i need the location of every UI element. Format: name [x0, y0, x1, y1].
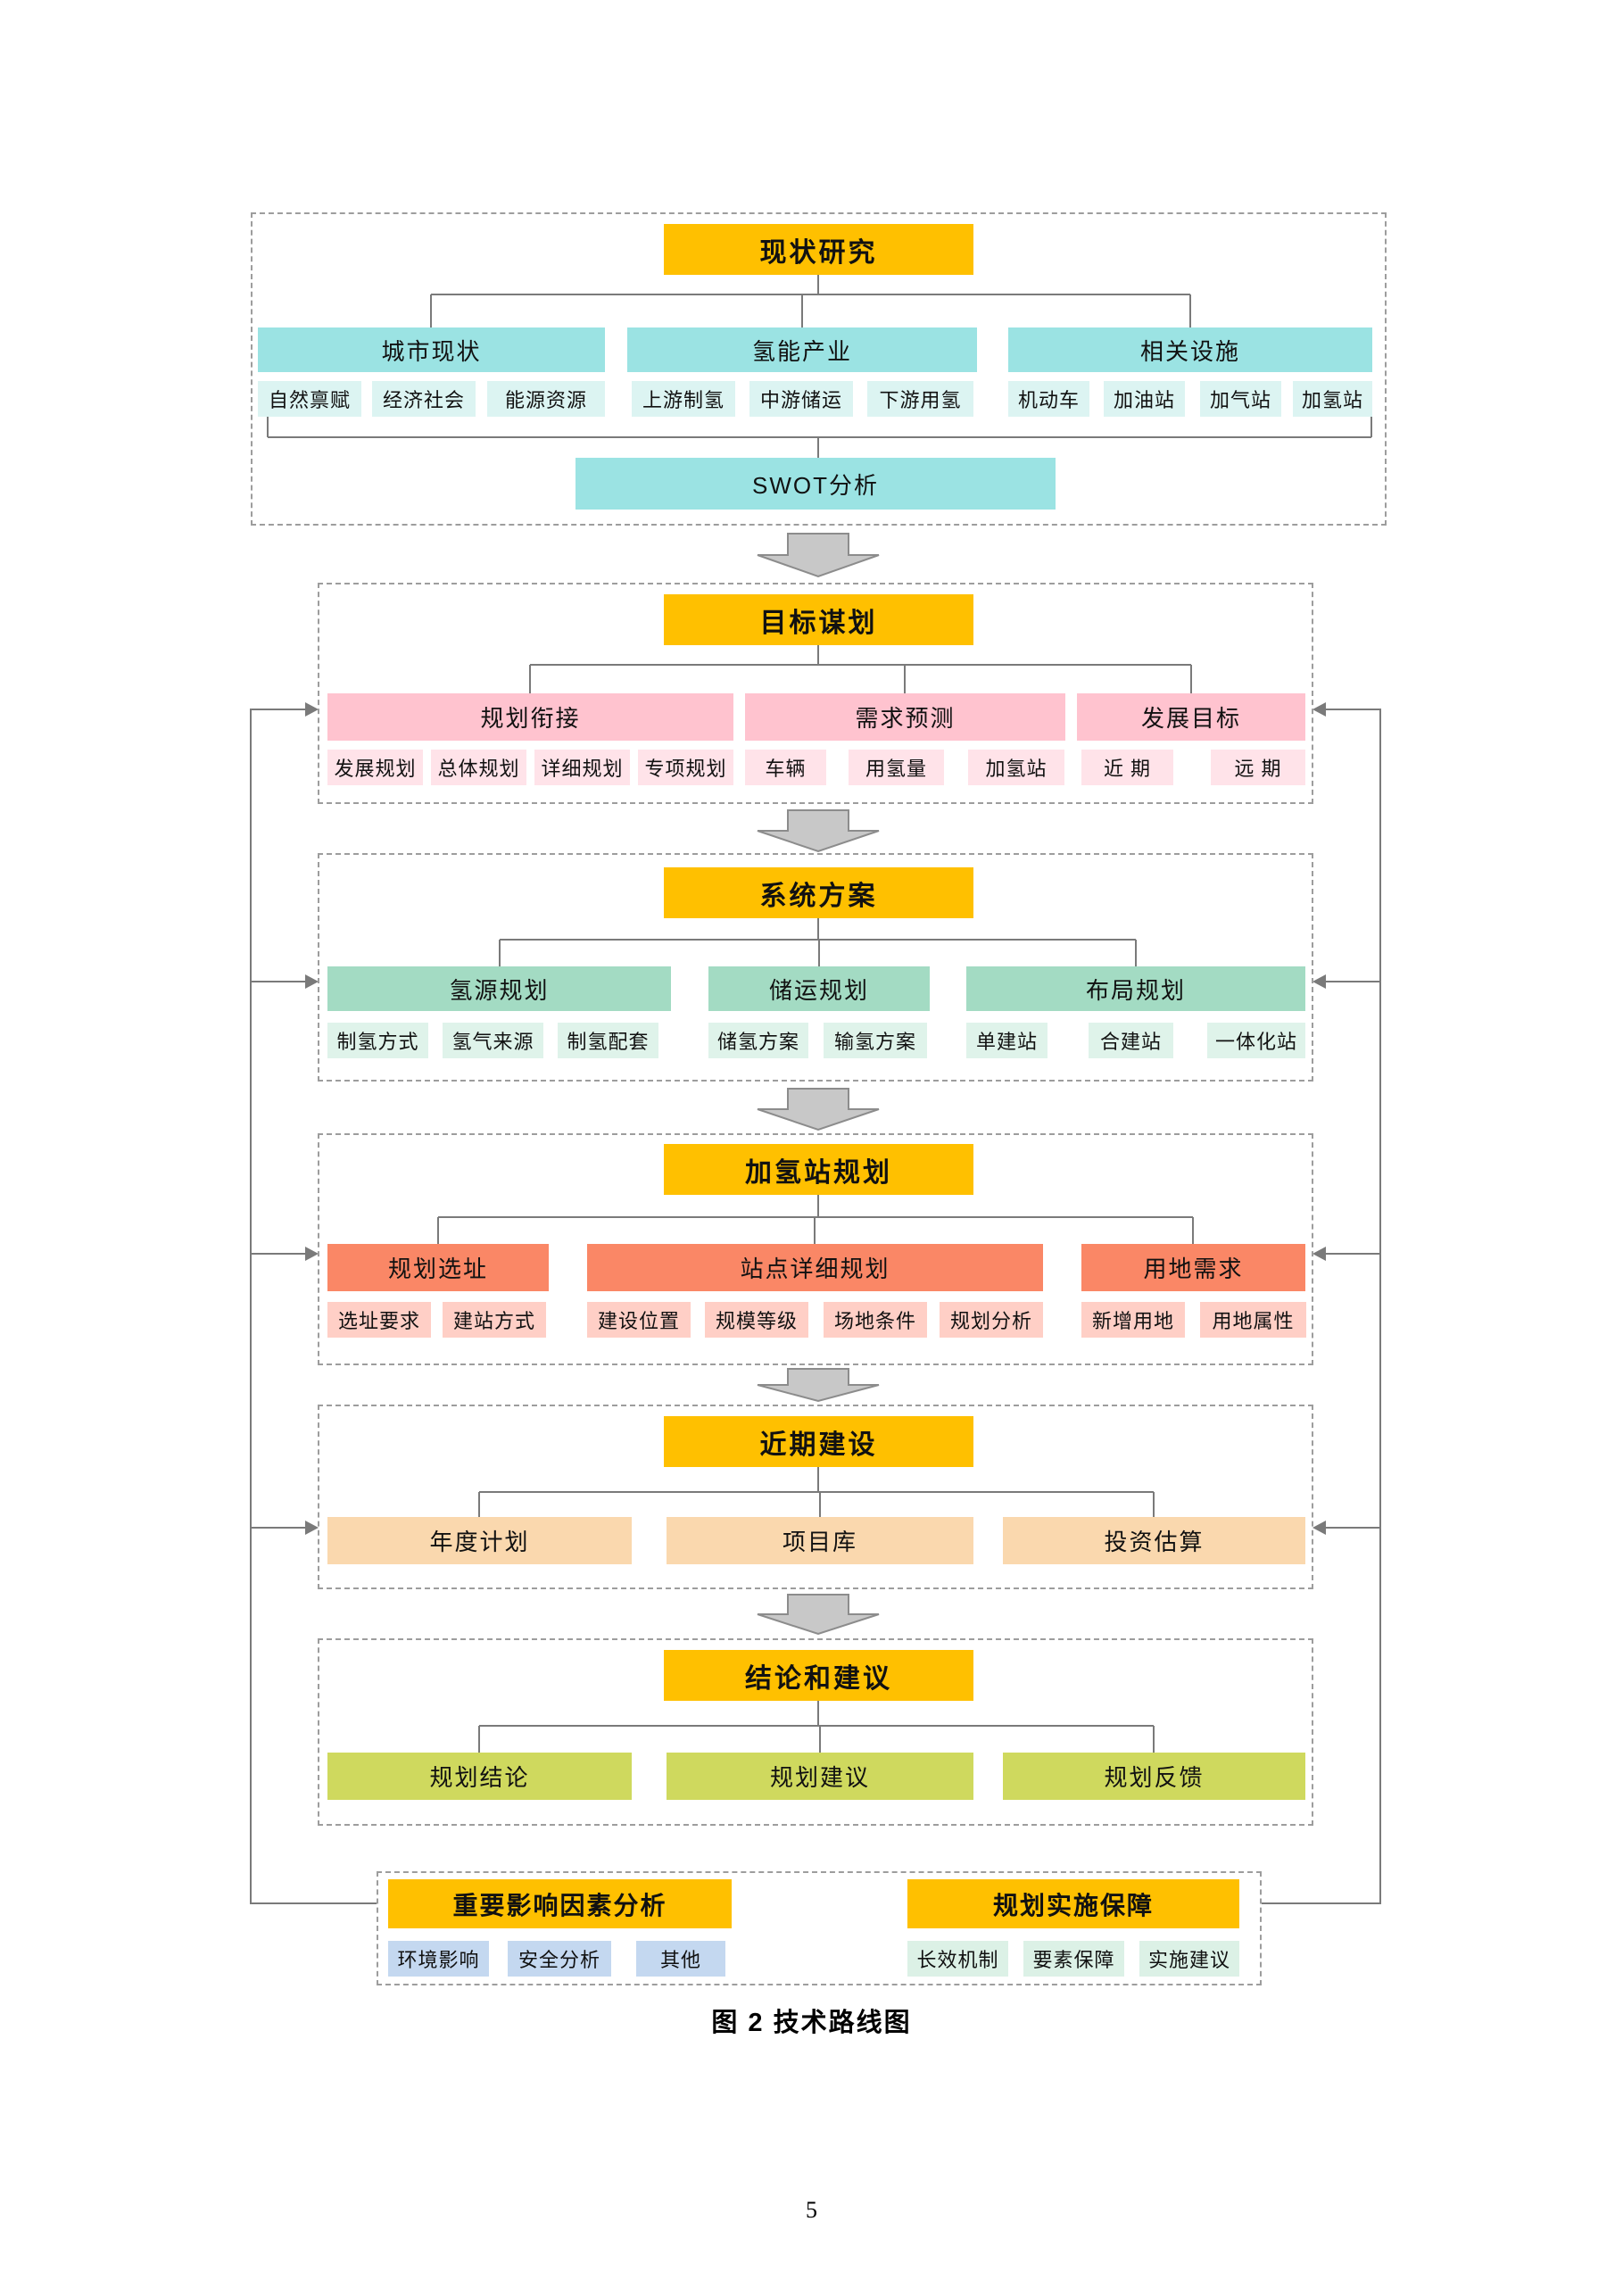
upstream-production-item: 上游制氢 — [632, 381, 735, 417]
s4-connectors — [437, 1195, 1194, 1244]
down-arrow-4 — [757, 1368, 880, 1403]
s3-connectors — [499, 918, 1137, 966]
land-attribute-item: 用地属性 — [1200, 1302, 1306, 1338]
section-goal-planning-panel — [318, 583, 1313, 804]
site-conditions-item: 场地条件 — [824, 1302, 927, 1338]
system-scheme-header: 系统方案 — [664, 867, 973, 918]
hydrogen-source-planning-box: 氢源规划 — [327, 966, 671, 1011]
land-demand-box: 用地需求 — [1081, 1244, 1305, 1291]
development-goals-box: 发展目标 — [1077, 693, 1305, 741]
figure-caption: 图 2 技术路线图 — [711, 2009, 912, 2037]
downstream-use-item: 下游用氢 — [867, 381, 973, 417]
planning-feedback-box: 规划反馈 — [1003, 1753, 1305, 1800]
motor-vehicle-item: 机动车 — [1008, 381, 1089, 417]
construction-mode-item: 建站方式 — [443, 1302, 546, 1338]
hydrogen-consumption-item: 用氢量 — [849, 750, 944, 785]
environmental-impact-item: 环境影响 — [388, 1941, 489, 1977]
near-term-construction-header: 近期建设 — [664, 1416, 973, 1467]
conclusions-suggestions-header: 结论和建议 — [664, 1650, 973, 1701]
planning-alignment-box: 规划衔接 — [327, 693, 733, 741]
long-term-mechanism-item: 长效机制 — [907, 1941, 1008, 1977]
planning-suggestions-box: 规划建议 — [667, 1753, 973, 1800]
storage-transport-planning-box: 储运规划 — [708, 966, 930, 1011]
s5-connectors — [478, 1467, 1155, 1517]
feedback-line-left — [250, 709, 377, 1904]
feedback-line-right — [1262, 709, 1381, 1904]
cng-station-item: 加气站 — [1200, 381, 1281, 417]
standalone-station-item: 单建站 — [966, 1023, 1047, 1058]
gas-station-item: 加油站 — [1104, 381, 1185, 417]
long-term-item: 远 期 — [1211, 750, 1305, 785]
s6-connectors — [478, 1701, 1155, 1753]
down-arrow-2 — [757, 809, 880, 853]
vehicles-item: 车辆 — [745, 750, 826, 785]
hydrogen-stations-item: 加氢站 — [968, 750, 1064, 785]
safety-analysis-item: 安全分析 — [508, 1941, 611, 1977]
siting-requirements-item: 选址要求 — [327, 1302, 431, 1338]
co-built-station-item: 合建站 — [1089, 1023, 1173, 1058]
energy-resources-item: 能源资源 — [487, 381, 605, 417]
annual-plan-box: 年度计划 — [327, 1517, 632, 1564]
flow-down-arrows — [757, 533, 880, 1636]
implementation-guarantee-header: 规划实施保障 — [907, 1879, 1239, 1928]
factor-guarantee-item: 要素保障 — [1023, 1941, 1124, 1977]
city-status-box: 城市现状 — [258, 327, 605, 372]
midstream-storage-item: 中游储运 — [749, 381, 853, 417]
master-plan-item: 总体规划 — [431, 750, 526, 785]
planning-conclusions-box: 规划结论 — [327, 1753, 632, 1800]
special-plan-item: 专项规划 — [638, 750, 733, 785]
investment-estimate-box: 投资估算 — [1003, 1517, 1305, 1564]
section-current-status-panel — [251, 212, 1387, 526]
layout-planning-box: 布局规划 — [966, 966, 1305, 1011]
new-land-item: 新增用地 — [1081, 1302, 1185, 1338]
natural-endowment-item: 自然禀赋 — [258, 381, 361, 417]
section-support-panel — [377, 1871, 1262, 1985]
section-station-planning-panel — [318, 1133, 1313, 1365]
feedback-arrowheads — [305, 702, 1326, 1535]
economy-society-item: 经济社会 — [372, 381, 476, 417]
integrated-station-item: 一体化站 — [1207, 1023, 1305, 1058]
s1-connectors — [267, 275, 1372, 458]
down-arrow-5 — [757, 1594, 880, 1636]
storage-scheme-item: 储氢方案 — [708, 1023, 808, 1058]
current-status-research-header: 现状研究 — [664, 224, 973, 275]
detailed-site-planning-box: 站点详细规划 — [587, 1244, 1043, 1291]
hydrogen-station-item: 加氢站 — [1293, 381, 1372, 417]
production-method-item: 制氢方式 — [327, 1023, 428, 1058]
goal-planning-header: 目标谋划 — [664, 594, 973, 645]
production-support-item: 制氢配套 — [558, 1023, 658, 1058]
construction-location-item: 建设位置 — [587, 1302, 691, 1338]
key-factors-header: 重要影响因素分析 — [388, 1879, 732, 1928]
site-selection-box: 规划选址 — [327, 1244, 549, 1291]
project-library-box: 项目库 — [667, 1517, 973, 1564]
planning-analysis-item: 规划分析 — [940, 1302, 1043, 1338]
near-term-item: 近 期 — [1081, 750, 1173, 785]
hydrogen-industry-box: 氢能产业 — [627, 327, 977, 372]
page-number: 5 — [806, 2197, 817, 2223]
hydrogen-source-item: 氢气来源 — [443, 1023, 543, 1058]
s2-connectors — [529, 645, 1192, 693]
section-system-scheme-panel — [318, 853, 1313, 1082]
down-arrow-3 — [757, 1088, 880, 1131]
swot-analysis-box: SWOT分析 — [576, 458, 1056, 510]
section-conclusions-panel — [318, 1638, 1313, 1826]
demand-forecast-box: 需求预测 — [745, 693, 1065, 741]
implementation-suggestion-item: 实施建议 — [1139, 1941, 1239, 1977]
related-facilities-box: 相关设施 — [1008, 327, 1372, 372]
detailed-plan-item: 详细规划 — [534, 750, 630, 785]
other-factors-item: 其他 — [636, 1941, 725, 1977]
transport-scheme-item: 输氢方案 — [824, 1023, 927, 1058]
scale-grade-item: 规模等级 — [705, 1302, 808, 1338]
section-near-term-construction-panel — [318, 1405, 1313, 1589]
down-arrow-1 — [757, 533, 880, 578]
development-plan-item: 发展规划 — [327, 750, 423, 785]
station-planning-header: 加氢站规划 — [664, 1144, 973, 1195]
